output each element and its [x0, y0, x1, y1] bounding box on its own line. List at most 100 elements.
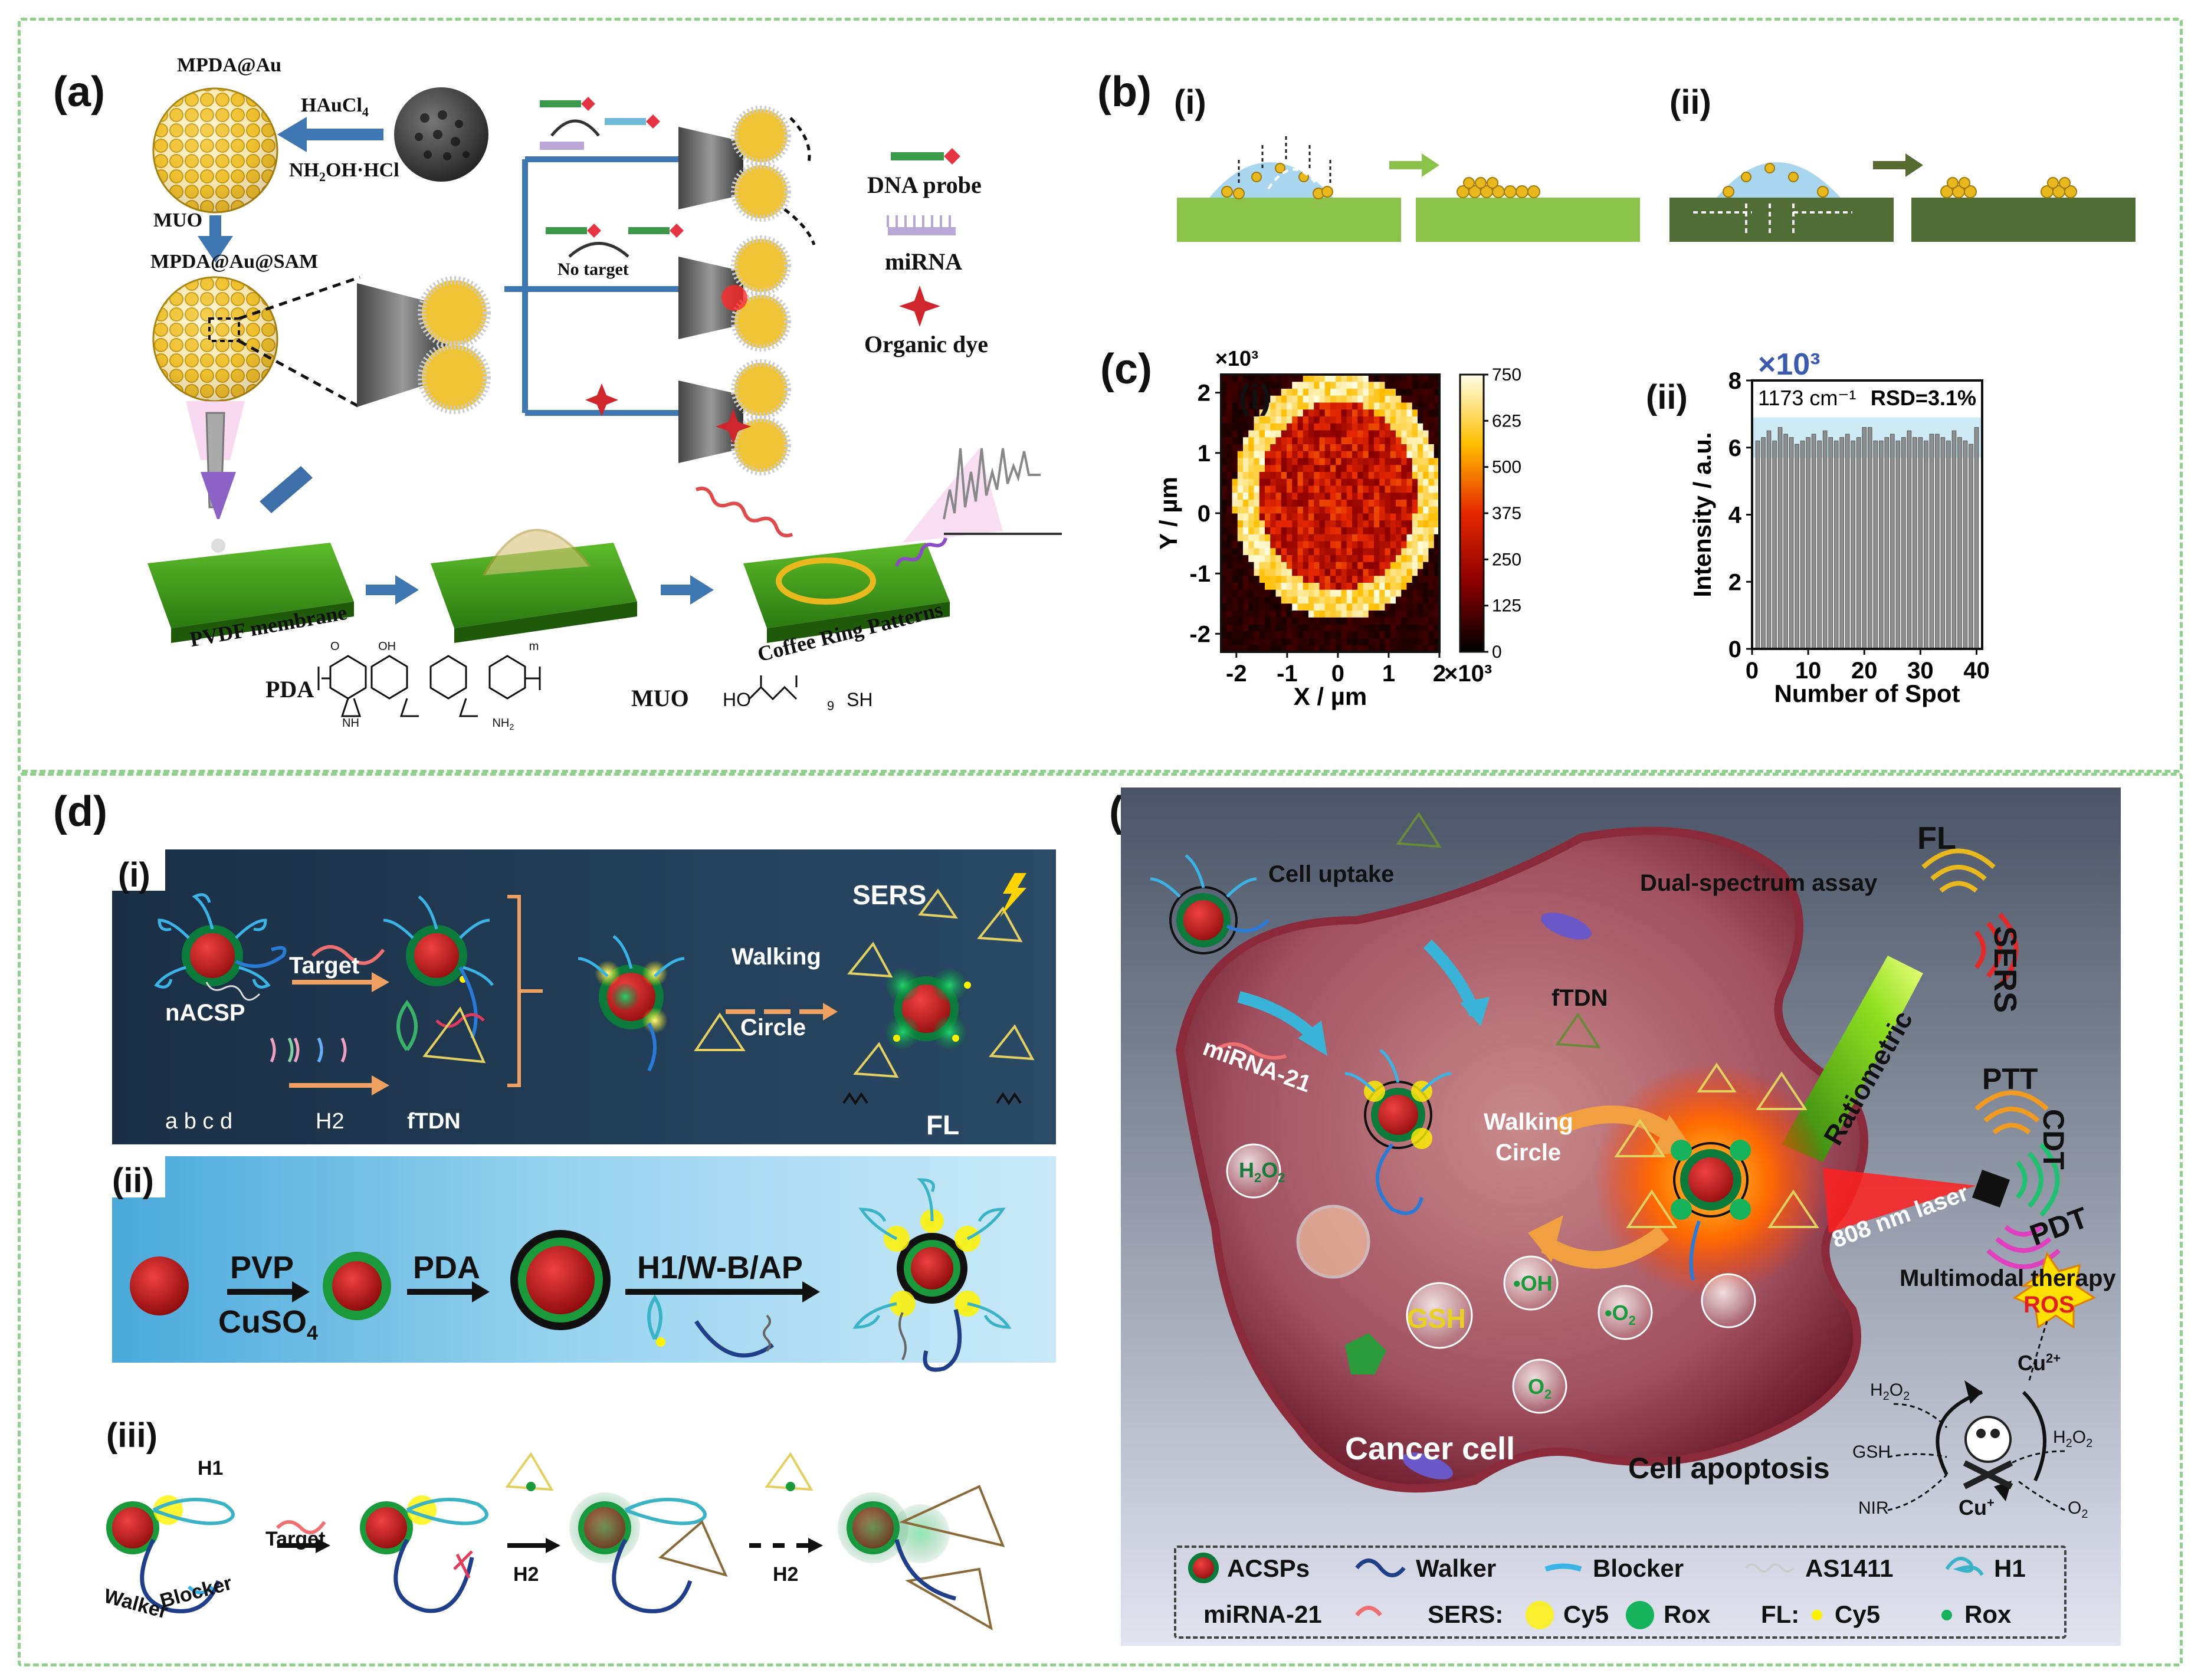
diii-target-label: Target: [265, 1528, 326, 1550]
d-fl-label: FL: [926, 1110, 960, 1140]
d-nacsp-label: nACSP: [165, 1000, 245, 1026]
pvdf-membrane: [147, 543, 354, 628]
bar-title: 1173 cm⁻¹: [1758, 386, 1856, 410]
d-ftdn-label: fTDN: [407, 1109, 461, 1134]
bar-ytick-label: 0: [1728, 636, 1741, 662]
cancer-cell-body: [1175, 826, 1868, 1493]
e-cell-uptake: Cell uptake: [1268, 861, 1395, 887]
funnel-1: [678, 106, 816, 245]
bottom-frame: [18, 773, 2183, 1666]
e-ftdn-label: fTDN: [1551, 985, 1608, 1011]
e-ros-label: ROS: [2023, 1292, 2075, 1318]
bar-ytick-label: 8: [1728, 368, 1741, 394]
d-pvp-label: PVP: [230, 1250, 294, 1285]
bar-xlabel: Number of Spot: [1774, 680, 1960, 707]
legend-rox-sers: Rox: [1664, 1600, 1711, 1628]
colorbar-tick-label: 375: [1492, 504, 1521, 523]
legend-acsps: ACSPs: [1227, 1554, 1310, 1582]
legend-sers: SERS:: [1428, 1600, 1504, 1628]
muo-formula: HO 9 SH: [723, 689, 873, 714]
funnel-3: [678, 359, 791, 475]
pda-structure-n-labels: NH NH2: [342, 717, 514, 731]
colorbar-tick-label: 625: [1492, 411, 1521, 431]
branch1-probe: [540, 97, 660, 150]
e-o2rad-bubble-a: •O2: [1605, 1301, 1636, 1328]
heatmap-ytick-label: 2: [1198, 380, 1211, 406]
heatmap-xtick-label: 0: [1331, 661, 1344, 687]
acsp-assembled: [852, 1178, 1012, 1372]
panel-b-i-label: (i): [1174, 83, 1206, 122]
no-target-label: No target: [557, 260, 629, 279]
e-legend: [1174, 1546, 2066, 1639]
bar-annotation: RSD=3.1%: [1871, 386, 1976, 410]
diii-step3: [569, 1492, 728, 1613]
heatmap-xtick-label: -1: [1277, 661, 1298, 687]
e-fl-label: FL: [1917, 821, 1956, 856]
d-abcd-label: a b c d: [165, 1109, 233, 1134]
heatmap-ytick-label: -2: [1189, 621, 1211, 647]
legend-walker: Walker: [1416, 1554, 1497, 1582]
diii-h2b-label: H2: [773, 1563, 799, 1586]
panel-b-graphics: [1177, 136, 2136, 242]
e-oh-bubble: •OH: [1513, 1271, 1553, 1295]
nacsp-walking: [578, 935, 746, 1072]
bar-ylabel: Intensity / a.u.: [1688, 432, 1716, 597]
bar-xtick-label: 20: [1851, 658, 1878, 684]
bar-ytick-label: 6: [1728, 435, 1741, 461]
e-cyc-nir: NIR: [1858, 1498, 1889, 1518]
e-cancer-cell-label: Cancer cell: [1345, 1431, 1516, 1466]
panel-b-label: (b): [1097, 68, 1152, 116]
d-target-label: Target: [289, 953, 360, 979]
d-h1wbap-label: H1/W-B/AP: [637, 1250, 803, 1285]
mpda-au-sam-label: MPDA@Au@SAM: [150, 251, 319, 273]
muo-label: MUO: [631, 685, 689, 711]
e-dual-spectrum: Dual-spectrum assay: [1640, 870, 1878, 896]
top-frame: [18, 18, 2183, 773]
bar-xtick-label: 10: [1795, 658, 1822, 684]
panel-d-label: (d): [53, 788, 107, 835]
diii-step1: [106, 1495, 235, 1613]
e-ptt-label: PTT: [1982, 1062, 2038, 1095]
diii-step4: [838, 1485, 1005, 1630]
heatmap-xtick-label: -2: [1226, 661, 1247, 687]
diii-h1-label: H1: [198, 1457, 224, 1479]
colorbar-tick-label: 125: [1492, 596, 1521, 616]
d-walking-label: Walking: [732, 944, 821, 970]
nacsp-final: [847, 888, 1035, 1078]
colorbar: [1459, 373, 1485, 653]
legend-as1411: AS1411: [1805, 1554, 1894, 1582]
bar-y-multiplier: ×10³: [1758, 347, 1821, 382]
legend-fl: FL:: [1761, 1600, 1800, 1628]
mirna-label: miRNA: [885, 248, 963, 275]
e-cyc-h2o2-right: H2O2: [2053, 1428, 2093, 1450]
legend-rox-fl: Rox: [1964, 1600, 2012, 1628]
e-walking-label: Walking: [1484, 1109, 1573, 1135]
diii-step2: [360, 1495, 488, 1613]
colorbar-tick-label: 0: [1492, 642, 1502, 662]
bar-ytick-label: 2: [1728, 569, 1741, 595]
heatmap-xtick-label: 2: [1433, 661, 1446, 687]
d-cuso4-label: CuSO4: [218, 1304, 318, 1344]
d-circle-label: Circle: [740, 1015, 806, 1041]
e-h2o2-bubble: H2O2: [1239, 1158, 1285, 1186]
panel-d-iii-label: (iii): [106, 1416, 158, 1455]
d-h2-label: H2: [316, 1109, 345, 1134]
nh2oh-label: NH2OH·HCl: [289, 159, 399, 184]
e-gsh-bubble: GSH: [1407, 1303, 1466, 1334]
bar-xtick-label: 30: [1907, 658, 1934, 684]
legend-h1: H1: [1994, 1554, 2026, 1582]
e-particle-final: [1614, 1062, 1819, 1281]
muo-step-label: MUO: [153, 209, 203, 231]
nacsp-target-bound: [383, 895, 494, 1039]
legend-blocker: Blocker: [1593, 1554, 1684, 1582]
d-pda-label: PDA: [413, 1250, 481, 1285]
panel-d-i-label: (i): [118, 856, 150, 894]
legend-cy5-fl: Cy5: [1835, 1600, 1881, 1628]
e-cyc-gsh: GSH: [1852, 1442, 1891, 1462]
heatmap-ylabel: Y / µm: [1154, 477, 1182, 550]
panel-d-ii-label: (ii): [112, 1161, 154, 1200]
